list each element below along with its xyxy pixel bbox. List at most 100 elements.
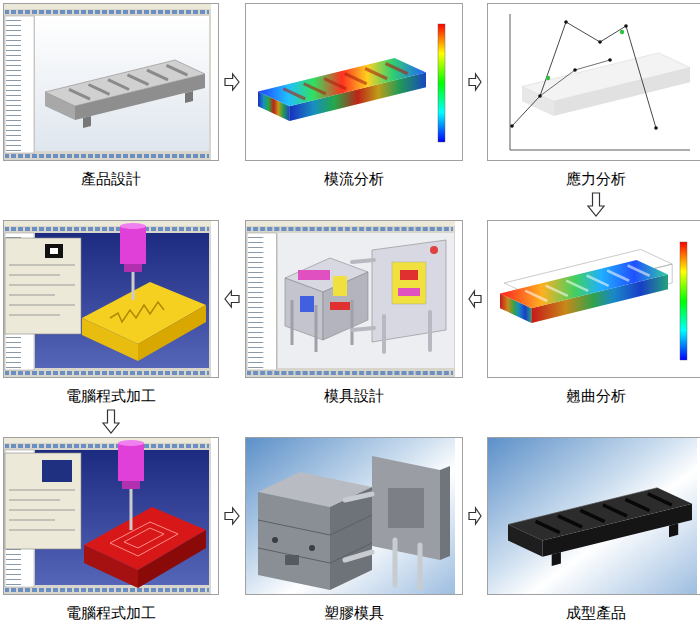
step-caption: 模流分析 [245, 169, 463, 189]
mold-photo-part [440, 466, 450, 560]
mold-photo-part-part [345, 552, 372, 560]
process-panel: 塑膠模具 [245, 437, 463, 623]
cam-screenshot-part [9, 490, 75, 530]
mold-photo-part-part [345, 494, 372, 500]
step-caption: 產品設計 [3, 169, 219, 189]
product-model-part [69, 65, 188, 99]
cam-screenshot-part [138, 305, 206, 361]
mold-design-screenshot-part [398, 288, 420, 296]
cad-screenshot-part [35, 16, 209, 151]
cam-screenshot-part [124, 528, 164, 548]
mold-design-screenshot-part [278, 233, 454, 368]
warpage-plot-part-part-part [587, 276, 609, 286]
stress-chart-part-part [510, 124, 514, 128]
mold-flow-plot-part-part-part [365, 69, 387, 79]
flow-arrow [225, 508, 239, 524]
process-panel: 電腦程式加工 [3, 220, 219, 406]
product-model-part-part [69, 89, 90, 99]
product-photo-part-part [552, 552, 561, 566]
product-model-part-part [89, 85, 110, 95]
mold-design-screenshot-part [400, 270, 418, 280]
product-photo-part [487, 437, 697, 595]
cam-screenshot-part [50, 248, 58, 254]
cam-screenshot-part [118, 440, 144, 446]
cam-screenshot [3, 437, 211, 595]
cam-screenshot-part [5, 453, 81, 549]
cam-screenshot-part [3, 220, 211, 378]
cam-screenshot-part [124, 264, 142, 272]
warpage-plot [487, 220, 697, 378]
stress-chart-part-part [598, 40, 602, 44]
panel-frame [245, 3, 463, 161]
stress-chart-part [546, 76, 550, 80]
product-model-part [83, 116, 91, 128]
cam-screenshot-part [3, 437, 211, 595]
mold-flow-plot-part-part-part [283, 89, 305, 99]
warpage-plot-part-part [500, 260, 668, 308]
cam-screenshot-part-part [9, 500, 60, 501]
stress-chart-part [540, 60, 610, 96]
mold-flow-plot-part-part-part [304, 84, 326, 94]
step-caption: 塑膠模具 [245, 603, 463, 623]
flow-arrow [103, 410, 119, 433]
product-model-part-part [128, 75, 149, 85]
mold-photo [245, 437, 455, 595]
mold-design-screenshot-part-part [352, 260, 374, 262]
cam-screenshot-part [118, 443, 144, 481]
mold-flow-plot-part-part-part [345, 74, 367, 84]
stress-chart-part [510, 150, 690, 151]
cam-screenshot-part-part [9, 295, 55, 296]
mold-flow-plot-part [258, 58, 426, 121]
mold-flow-plot-part-part-part [324, 79, 346, 89]
mold-design-screenshot-part [352, 260, 430, 352]
product-model-part [185, 91, 193, 103]
stress-chart-part-part [538, 94, 542, 98]
step-caption: 模具設計 [245, 386, 463, 406]
cam-screenshot-part-part [9, 265, 75, 266]
mold-flow-plot [245, 3, 455, 161]
cam-screenshot-part [84, 545, 138, 588]
stress-chart-part [512, 22, 656, 128]
mold-design-screenshot-part [300, 296, 314, 312]
mold-photo-part-part [418, 545, 423, 588]
panel-frame [3, 3, 219, 161]
mold-flow-plot-part-part-part [386, 63, 408, 73]
product-model-part-part [147, 70, 168, 80]
product-photo-part-part-part [558, 516, 582, 527]
mold-design-screenshot-part [298, 270, 330, 280]
warpage-plot-part-part-part [546, 286, 568, 296]
mold-design-screenshot-part [330, 302, 350, 310]
stress-chart-part-part [564, 20, 568, 24]
mold-photo-part [272, 537, 278, 543]
mold-photo-part [345, 494, 420, 588]
mold-design-screenshot-part [392, 262, 426, 304]
cam-screenshot-part [5, 238, 81, 334]
step-caption: 應力分析 [487, 169, 700, 189]
product-photo-part-part [536, 494, 672, 533]
cam-screenshot-part [132, 272, 135, 300]
process-panel: 翹曲分析 [487, 220, 700, 406]
cam-screenshot-part [42, 460, 72, 482]
warpage-plot-part-part-part [628, 265, 650, 275]
mold-flow-plot-part [245, 3, 455, 161]
cam-screenshot-part-part [9, 285, 75, 286]
mold-design-screenshot-part-part [352, 328, 374, 330]
mold-design-screenshot-part [333, 276, 347, 296]
mold-photo-part [258, 492, 330, 590]
flow-arrow [588, 193, 604, 216]
cam-screenshot-part [110, 302, 164, 322]
warpage-plot-part-part-part [607, 271, 629, 281]
mold-flow-plot-part [438, 24, 445, 142]
panel-frame [487, 220, 700, 378]
warpage-plot-part-part-part [566, 281, 588, 291]
stress-chart-part-part [654, 126, 658, 130]
mold-photo-part-part [393, 540, 398, 585]
step-caption: 電腦程式加工 [3, 386, 219, 406]
cam-screenshot-part-part [9, 530, 75, 531]
panel-frame [245, 437, 463, 595]
process-panel: 應力分析 [487, 3, 700, 189]
cam-screenshot-part [9, 265, 75, 315]
